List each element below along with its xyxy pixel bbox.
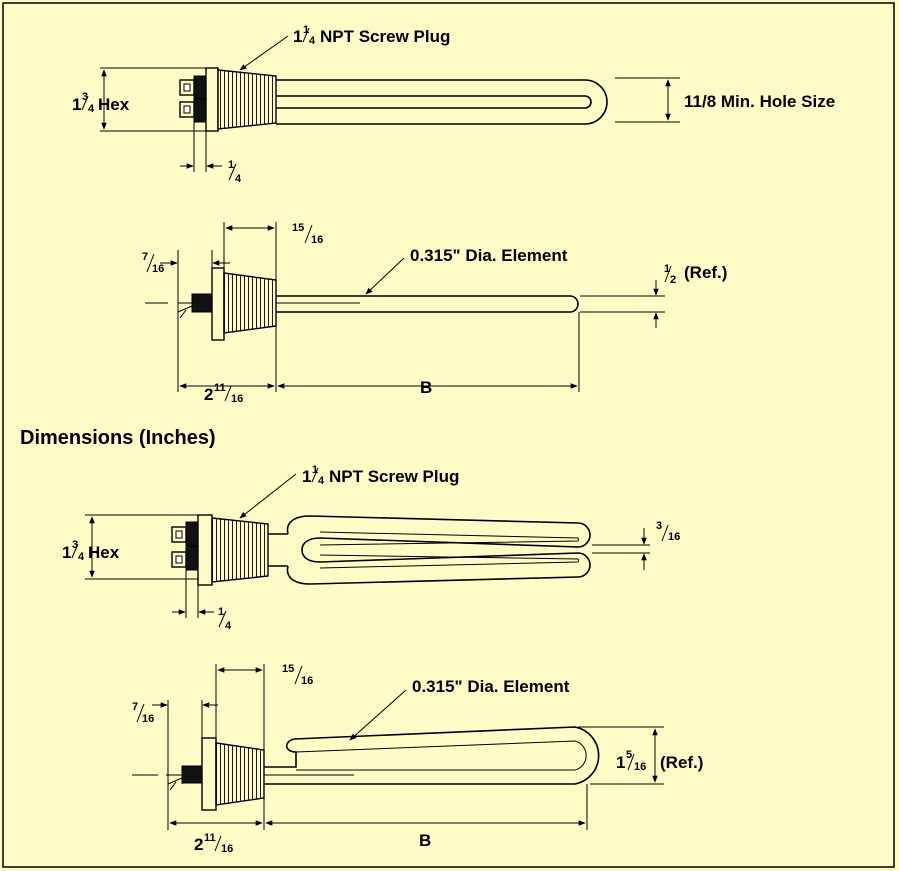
hex-flange: [201, 737, 217, 811]
overall-whole: 2: [204, 385, 213, 404]
screw-plug-label: NPT Screw Plug: [320, 27, 450, 46]
heating-element: [276, 295, 579, 313]
ref-den: 16: [634, 761, 646, 773]
heating-element: [264, 726, 600, 785]
hex-flange: [211, 267, 225, 341]
top-view-1: 1 3 4 Hex 1 4 1 1 4 NPT Screw Plug 11/8 …: [72, 24, 835, 185]
hex-whole: 1: [62, 543, 71, 562]
element-label: 0.315" Dia. Element: [410, 246, 568, 265]
ref-den: 2: [670, 274, 676, 286]
heating-element: [286, 515, 591, 585]
overall-whole: 2: [194, 835, 203, 854]
plug-den: 4: [318, 475, 325, 487]
plug-whole: 1: [302, 467, 311, 486]
terminal-block: [171, 521, 199, 571]
hex-flange: [205, 67, 219, 132]
plug-len-den: 16: [311, 234, 323, 246]
flange-den: 16: [142, 713, 154, 725]
screw-plug: [215, 742, 265, 806]
plug-len-num: 15: [292, 222, 304, 234]
side-view-1: 7 16 15 16 0.315" Dia. Element 1 2 (Ref.…: [142, 222, 727, 405]
hex-label: Hex: [88, 543, 120, 562]
screw-plug: [223, 272, 277, 334]
plug-den: 4: [309, 35, 316, 47]
hex-flange: [197, 514, 213, 586]
terminal-num: 1: [228, 159, 234, 171]
hole-size-label: 11/8 Min. Hole Size: [684, 92, 835, 111]
terminal-block: [179, 75, 207, 123]
plug-len-num: 15: [282, 663, 294, 675]
gap-num: 3: [656, 520, 662, 532]
top-view-2: 1 3 4 Hex 1 4 1 1 4 NPT Screw Plug 3 16: [62, 464, 680, 632]
plug-num: 1: [312, 464, 318, 476]
ref-num: 5: [626, 749, 632, 761]
screw-plug-label: NPT Screw Plug: [329, 467, 459, 486]
plug-len-den: 16: [301, 675, 313, 687]
ref-label: (Ref.): [660, 753, 703, 772]
overall-den: 16: [231, 393, 243, 405]
side-view-2: 7 16 15 16 0.315" Dia. Element 1 5 16 (R…: [132, 663, 703, 855]
ref-label: (Ref.): [684, 263, 727, 282]
length-label: B: [420, 378, 432, 397]
hex-num: 3: [72, 539, 78, 551]
element-label: 0.315" Dia. Element: [412, 677, 570, 696]
hex-den: 4: [78, 551, 85, 563]
screw-plug: [217, 69, 277, 130]
gap-den: 16: [668, 531, 680, 543]
overall-num: 11: [214, 382, 226, 394]
terminal-den: 4: [225, 620, 232, 632]
terminal-num: 1: [218, 606, 224, 618]
overall-den: 16: [221, 843, 233, 855]
flange-den: 16: [152, 263, 164, 275]
heating-element: [276, 79, 608, 125]
section-heading: Dimensions (Inches): [20, 427, 216, 449]
screw-plug: [211, 517, 269, 583]
flange-num: 7: [142, 251, 148, 263]
hex-den: 4: [88, 103, 95, 115]
overall-num: 11: [204, 832, 216, 844]
ref-num: 1: [664, 263, 670, 275]
plug-num: 1: [303, 24, 309, 36]
flange-num: 7: [132, 701, 138, 713]
terminal-den: 4: [235, 173, 242, 185]
hex-num: 3: [82, 91, 88, 103]
ref-whole: 1: [616, 753, 625, 772]
hex-label: Hex: [98, 95, 130, 114]
plug-whole: 1: [293, 27, 302, 46]
hex-whole: 1: [72, 95, 81, 114]
length-label: B: [419, 831, 431, 850]
